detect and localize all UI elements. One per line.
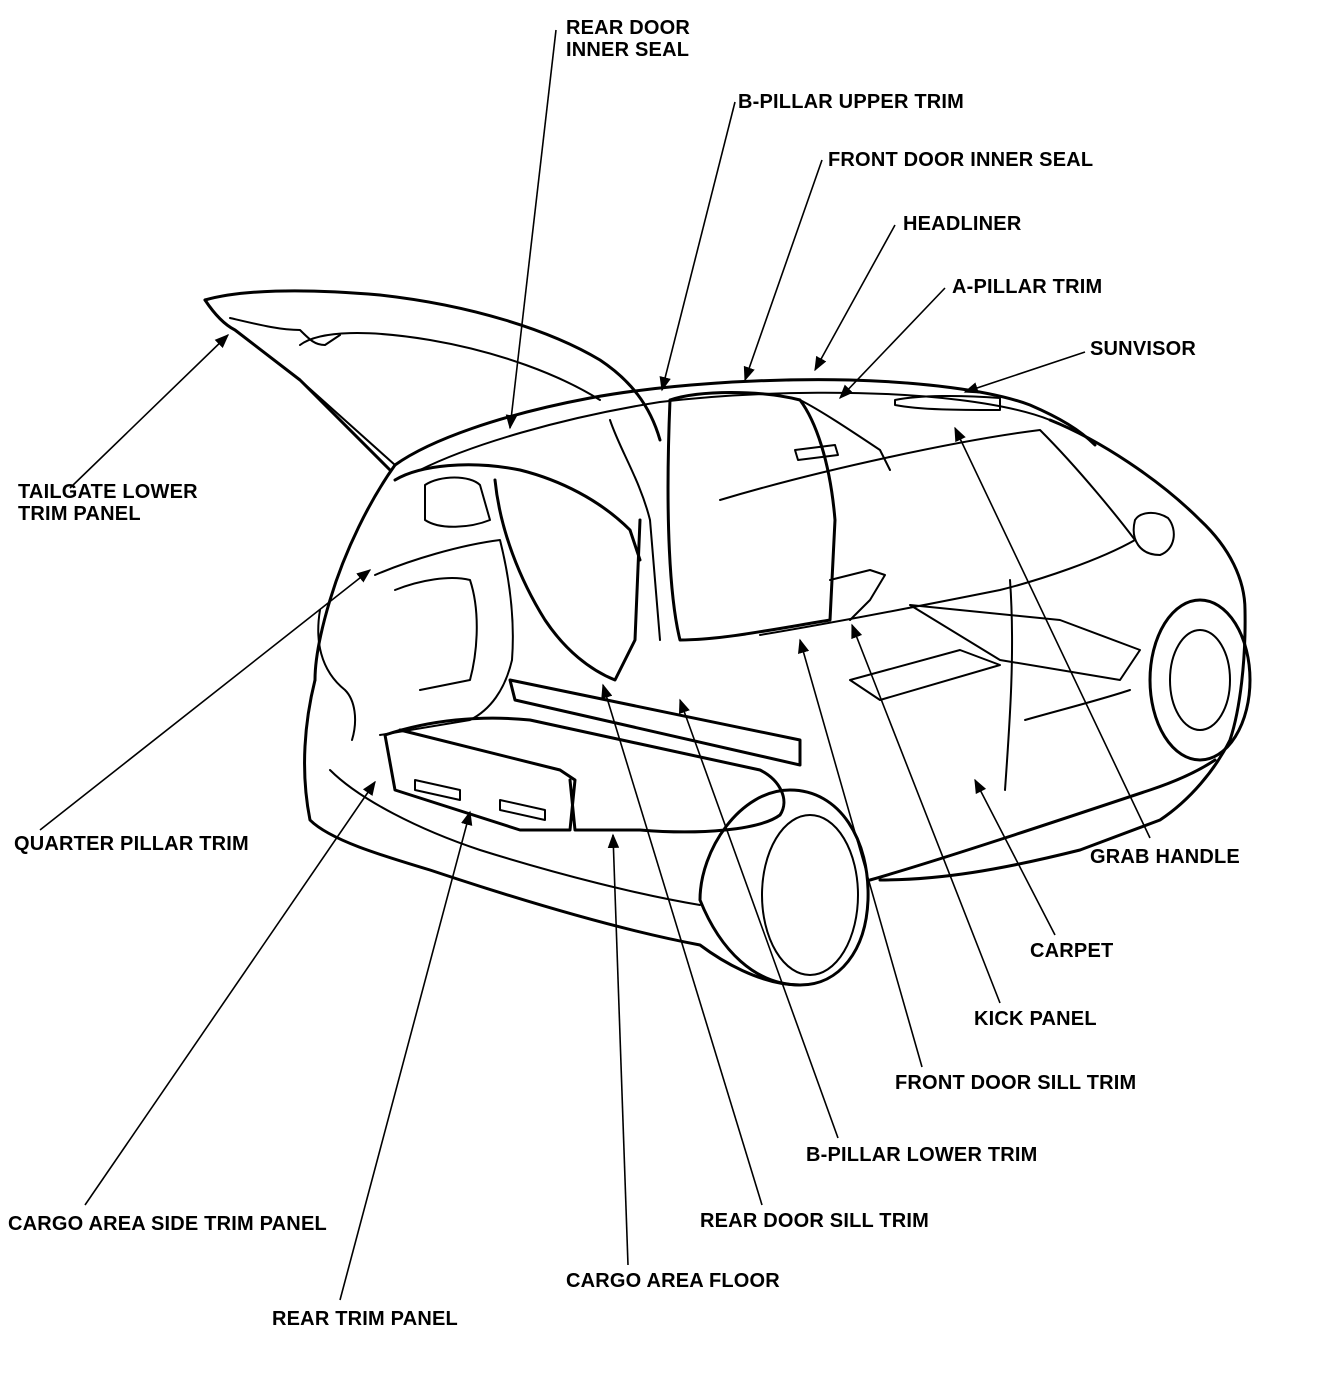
label-b-pillar-lower-trim: B-PILLAR LOWER TRIM (806, 1144, 1038, 1166)
label-cargo-area-floor: CARGO AREA FLOOR (566, 1270, 780, 1292)
leader-b-pillar-lower-trim (678, 698, 839, 1139)
grab-handle (794, 444, 839, 461)
cargo-opening (393, 463, 642, 562)
label-rear-door-inner-seal-line1: REAR DOOR (566, 17, 691, 39)
leader-rear-door-sill-trim (601, 683, 763, 1206)
kick-panel (829, 569, 886, 621)
tailgate (203, 289, 662, 472)
tail-lamp (317, 609, 357, 741)
leader-headliner (814, 224, 896, 372)
tailgate-strut (299, 379, 396, 466)
rear-bumper-line (329, 769, 701, 906)
roof-inner-edge (419, 391, 1051, 471)
label-rear-trim-panel: REAR TRIM PANEL (272, 1308, 458, 1330)
tailgate-lower-trim (229, 317, 341, 346)
label-sunvisor: SUNVISOR (1090, 338, 1197, 360)
label-tailgate-lower-trim-panel-line2: TRIM PANEL (18, 503, 141, 525)
leader-kick-panel (851, 623, 1001, 1004)
leader-front-door-inner-seal (743, 159, 823, 382)
cargo-side-trim-inner (394, 577, 478, 691)
label-rear-door-sill-trim: REAR DOOR SILL TRIM (700, 1210, 929, 1232)
leader-lines (39, 29, 1151, 1301)
quarter-window (424, 476, 491, 528)
label-rear-door-inner-seal: REAR DOOR INNER SEAL (566, 17, 690, 61)
cargo-floor (383, 716, 786, 834)
front-wheel-arch (1148, 598, 1252, 762)
leader-sunvisor (963, 351, 1086, 394)
rear-trim-slot-left (414, 779, 461, 801)
front-door-outline (719, 429, 1136, 636)
label-cargo-area-side-trim-panel: CARGO AREA SIDE TRIM PANEL (8, 1213, 327, 1235)
front-end-outline (878, 418, 1247, 882)
label-front-door-inner-seal: FRONT DOOR INNER SEAL (828, 149, 1094, 171)
label-rear-door-inner-seal-line2: INNER SEAL (566, 39, 690, 61)
a-pillar (799, 399, 891, 471)
leader-quarter-pillar-trim (39, 569, 372, 831)
tailgate-edge (203, 298, 392, 472)
leader-tailgate-lower-trim-panel (69, 333, 230, 489)
label-a-pillar-trim: A-PILLAR TRIM (952, 276, 1103, 298)
leader-a-pillar-trim (839, 287, 946, 400)
leader-cargo-area-side-trim-panel (84, 780, 376, 1206)
sunvisor (894, 394, 1001, 411)
interior (374, 391, 1141, 834)
rear-wheel (761, 814, 859, 976)
front-door-opening (666, 391, 837, 642)
vehicle-body (303, 378, 1252, 987)
side-mirror (1132, 512, 1175, 556)
label-quarter-pillar-trim: QUARTER PILLAR TRIM (14, 833, 249, 855)
rocker-panel (868, 758, 1217, 882)
leader-rear-trim-panel (339, 810, 473, 1301)
tailgate-inner-panel (299, 332, 601, 401)
rear-quarter (313, 463, 397, 682)
roof-outline (393, 378, 1097, 467)
leader-rear-door-inner-seal (505, 29, 557, 430)
front-wheel (1169, 629, 1231, 731)
rear-trim-panel (383, 728, 577, 832)
cargo-side-trim (374, 539, 514, 736)
label-grab-handle: GRAB HANDLE (1090, 846, 1240, 868)
door-divider (1004, 579, 1014, 791)
leader-b-pillar-upper-trim (659, 101, 736, 392)
leader-carpet (974, 778, 1056, 936)
b-pillar (609, 419, 661, 641)
leader-cargo-area-floor (607, 833, 629, 1266)
label-headliner: HEADLINER (903, 213, 1022, 235)
label-carpet: CARPET (1030, 940, 1114, 962)
carpet-mat-front (909, 604, 1141, 681)
label-kick-panel: KICK PANEL (974, 1008, 1097, 1030)
rear-trim-slot-right (499, 799, 546, 821)
label-b-pillar-upper-trim: B-PILLAR UPPER TRIM (738, 91, 965, 113)
label-front-door-sill-trim: FRONT DOOR SILL TRIM (895, 1072, 1137, 1094)
label-tailgate-lower-trim-panel-line1: TAILGATE LOWER (18, 481, 198, 503)
label-tailgate-lower-trim-panel: TAILGATE LOWER TRIM PANEL (18, 481, 198, 525)
leader-front-door-sill-trim (798, 638, 923, 1068)
rear-wheel-arch (698, 788, 870, 987)
leader-grab-handle (954, 426, 1151, 839)
rear-door-sill-bar (508, 678, 802, 767)
tailgate-outer (203, 289, 662, 442)
carpet-mat-rear (849, 649, 1001, 701)
door-handle (1024, 689, 1131, 721)
rear-bumper (303, 678, 802, 987)
rear-door-opening (493, 478, 642, 682)
